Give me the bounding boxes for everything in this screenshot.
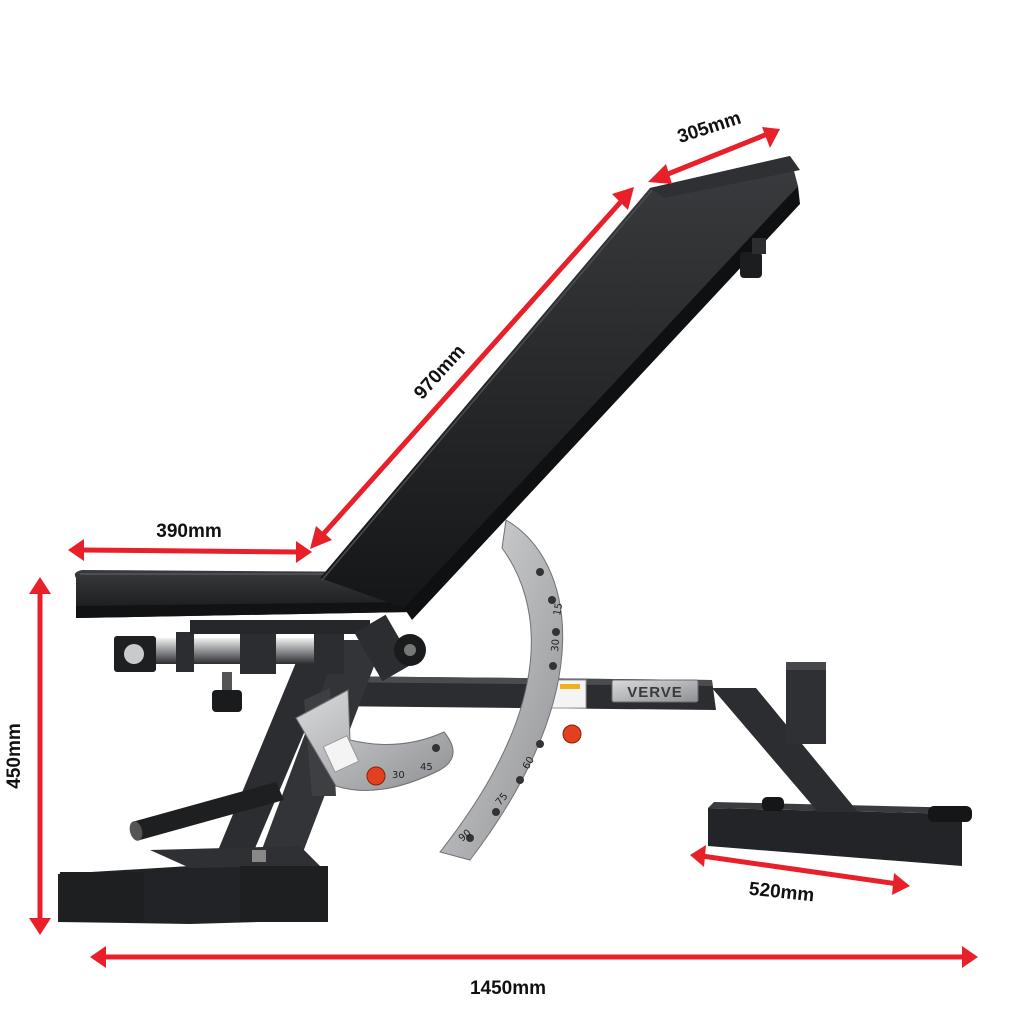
label-backrest-length: 970mm [410, 341, 469, 404]
label-rear-base: 520mm [748, 879, 815, 907]
scale-15: 15 [552, 602, 565, 616]
seat-pad [74, 570, 412, 618]
label-height: 450mm [4, 723, 25, 789]
rear-base [708, 797, 972, 866]
hinge [354, 614, 426, 682]
front-base [58, 846, 328, 924]
rear-post [712, 662, 858, 812]
dim-rear-base [690, 845, 910, 895]
bench: VERVE 15 30 60 75 90 [58, 156, 972, 924]
dim-backrest-length [310, 187, 634, 549]
seat-scale-45: 45 [420, 762, 433, 773]
dim-total-length [90, 946, 978, 968]
brand-name: VERVE [627, 684, 683, 701]
leg-holder-bar [129, 782, 284, 841]
back-pad [320, 156, 800, 620]
label-seat-length: 390mm [156, 521, 222, 542]
pop-pins [366, 724, 582, 786]
back-angle-scale: 15 30 60 75 90 [439, 519, 565, 861]
dim-seat-length [68, 539, 312, 563]
label-backrest-width: 305mm [675, 108, 744, 148]
dim-backrest-width [648, 127, 780, 184]
seat-knob [212, 672, 242, 712]
scale-30: 30 [550, 639, 562, 653]
brand-plate: VERVE [611, 679, 699, 703]
dimension-arrows [29, 127, 978, 968]
label-total-length: 1450mm [470, 978, 546, 999]
seat-angle-scale: 30 45 [295, 689, 454, 791]
seat-scale-30: 30 [392, 770, 405, 781]
seat-rails [114, 620, 370, 674]
dim-height [29, 577, 51, 935]
